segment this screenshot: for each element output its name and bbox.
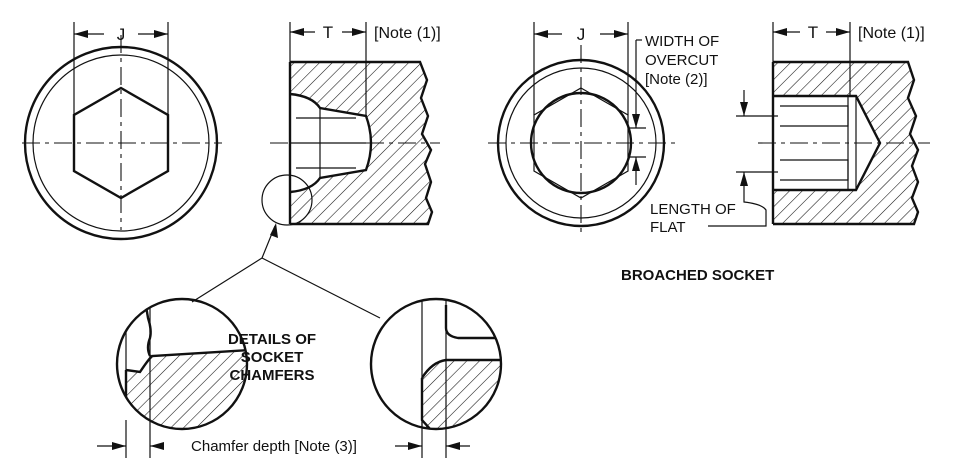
details-title-line1: DETAILS OF — [228, 331, 316, 348]
width-overcut-line3: [Note (2)] — [645, 71, 708, 88]
details-title-line3: CHAMFERS — [230, 367, 315, 384]
details-title-line2: SOCKET — [241, 349, 304, 366]
dim-j-label-2: J — [577, 25, 586, 44]
broached-socket-title: BROACHED SOCKET — [621, 267, 774, 284]
chamfer-depth-dimension — [97, 420, 470, 458]
hex-socket-end-view — [22, 22, 222, 241]
section-outline — [290, 60, 434, 226]
width-overcut-line2: OVERCUT — [645, 52, 718, 69]
length-flat-line2: FLAT — [650, 219, 686, 236]
broached-socket-section-view — [708, 22, 930, 227]
chamfer-depth-label: Chamfer depth [Note (3)] — [191, 438, 357, 455]
broached-socket-end-view — [488, 22, 680, 235]
chamfer-detail-right — [369, 297, 503, 431]
chamfer-detail-left — [115, 297, 249, 431]
note1-label-1: [Note (1)] — [374, 25, 441, 42]
width-overcut-line1: WIDTH OF — [645, 33, 719, 50]
dim-j-label-1: J — [117, 25, 126, 44]
detail-callout-circle — [261, 174, 313, 226]
length-flat-line1: LENGTH OF — [650, 201, 736, 218]
dim-t-label-1: T — [323, 23, 333, 42]
dim-t-label-2: T — [808, 23, 818, 42]
note1-label-2: [Note (1)] — [858, 25, 925, 42]
hex-socket-section-view — [261, 22, 440, 226]
detail-leaders — [191, 223, 381, 319]
